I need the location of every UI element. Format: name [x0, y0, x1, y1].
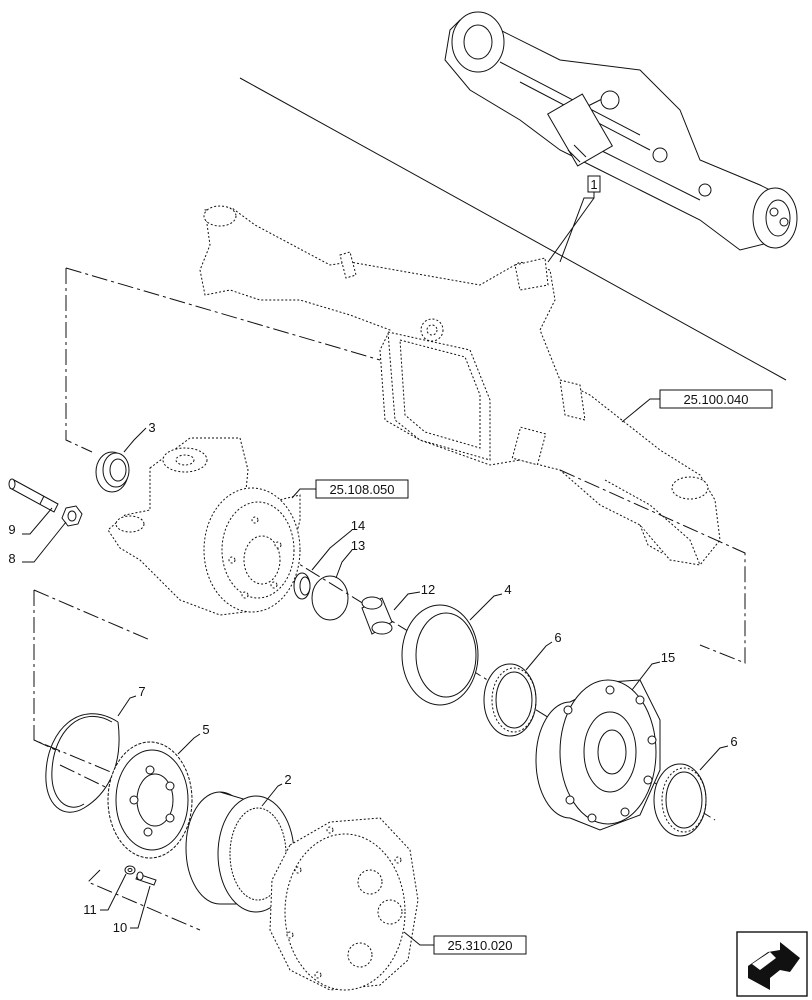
svg-text:9: 9 — [8, 522, 15, 537]
part-11-washer: 11 — [83, 865, 136, 917]
svg-text:13: 13 — [351, 538, 365, 553]
svg-text:25.310.020: 25.310.020 — [447, 938, 512, 953]
part-5-gear: 5 — [107, 722, 210, 859]
svg-text:12: 12 — [421, 582, 435, 597]
part-6-bearing-outer: 6 — [653, 734, 738, 837]
svg-text:3: 3 — [148, 420, 155, 435]
part-8-nut: 8 — [8, 505, 83, 566]
svg-text:10: 10 — [113, 920, 127, 935]
upper-assembly-boundary — [65, 267, 746, 664]
callout-1: 1 — [547, 175, 601, 263]
part-14-seal: 14 — [293, 518, 365, 600]
svg-text:15: 15 — [661, 650, 675, 665]
svg-text:6: 6 — [554, 630, 561, 645]
lower-assembly-boundary — [33, 589, 201, 931]
ref-planetary-carrier[interactable]: 25.310.020 — [403, 931, 527, 955]
steering-knuckle — [107, 437, 301, 616]
svg-text:4: 4 — [504, 582, 511, 597]
part-4-ring: 4 — [401, 582, 512, 706]
svg-text:7: 7 — [138, 684, 145, 699]
axle-housing — [199, 205, 721, 566]
part-13-snap-ring: 13 — [311, 538, 365, 621]
svg-text:6: 6 — [730, 734, 737, 749]
part-15-hub: 15 — [535, 650, 675, 831]
ref-steering-knuckle[interactable]: 25.108.050 — [291, 479, 409, 499]
next-page-arrow-icon[interactable] — [736, 931, 808, 997]
separator-line — [239, 77, 787, 381]
part-3-seal: 3 — [95, 420, 156, 493]
svg-text:14: 14 — [351, 518, 365, 533]
part-7-circlip: 7 — [45, 684, 146, 813]
part-12-bushing: 12 — [361, 582, 435, 635]
svg-text:8: 8 — [8, 551, 15, 566]
svg-text:25.100.040: 25.100.040 — [683, 392, 748, 407]
svg-text:2: 2 — [284, 772, 291, 787]
svg-text:11: 11 — [83, 902, 97, 917]
part-6-bearing-inner: 6 — [483, 630, 562, 737]
ref-axle-housing[interactable]: 25.100.040 — [621, 389, 773, 423]
svg-text:1: 1 — [590, 177, 597, 192]
part-9-pin: 9 — [8, 478, 59, 537]
axle-assembly-thumbnail — [444, 11, 798, 251]
svg-text:5: 5 — [202, 722, 209, 737]
svg-text:25.108.050: 25.108.050 — [329, 482, 394, 497]
planetary-carrier — [269, 817, 419, 991]
part-10-bolt: 10 — [113, 871, 157, 935]
